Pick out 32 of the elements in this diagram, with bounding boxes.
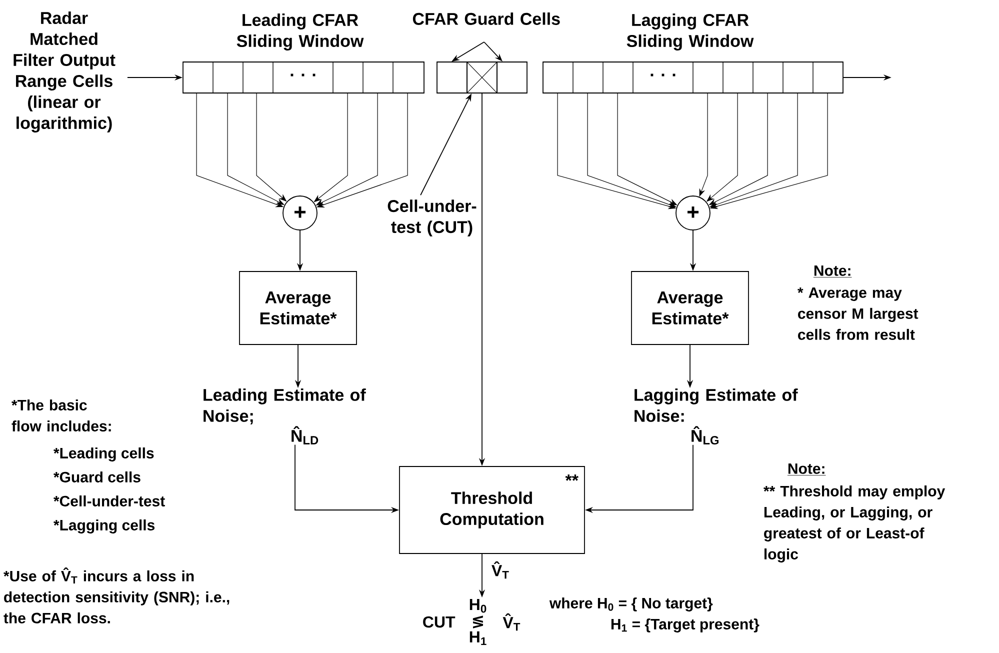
note-heading: Note: xyxy=(787,463,826,476)
decision-expression: H$_{0}$ ≶ H$_{1}$ CUT V̂$_{T}$ xyxy=(423,598,520,646)
process-box: Threshold Computation ** xyxy=(399,466,585,554)
note-heading: Note: xyxy=(813,265,852,278)
window-heading: Leading CFAR Sliding Window xyxy=(236,14,364,50)
window-heading: Lagging CFAR Sliding Window xyxy=(626,14,754,50)
note-text: *Use of V̂$_{T}$ incurs a loss in detection sensitivity (SNR); i.e., the CFAR loss. xyxy=(4,567,230,624)
process-box: Average Estimate* xyxy=(631,271,749,345)
guard-cells-label: CFAR Guard Cells xyxy=(412,12,560,25)
definition-text: H$_{1}$ = {Target present} xyxy=(611,618,760,632)
guard-cell xyxy=(436,62,468,94)
process-box: Average Estimate* xyxy=(239,271,357,345)
list-item: *Guard cells xyxy=(54,471,140,482)
cut-cell xyxy=(466,61,498,94)
list-item: *Leading cells xyxy=(54,447,154,462)
list-item: *Cell-under-test xyxy=(54,495,165,506)
note-text: ** Threshold may employ Leading, or Lagging, or greatest of or Least-of logic xyxy=(764,485,946,562)
sliding-window: . . . xyxy=(182,62,424,94)
arrow xyxy=(227,93,284,205)
summing-junction: + xyxy=(282,196,318,230)
note-text: *The basic flow includes: xyxy=(12,399,111,432)
noise-estimate-label: Leading Estimate of Noise; N̂$_{LD}$ xyxy=(204,388,366,444)
input-label: Radar Matched Filter Output Range Cells (linear or logarithmic) xyxy=(14,12,116,132)
cut-label: Cell-under-test (CUT) xyxy=(388,200,476,236)
note-text: * Average may censor M largest cells from result xyxy=(798,287,918,340)
sliding-window: . . . xyxy=(542,62,844,94)
list-item: *Lagging cells xyxy=(54,519,155,534)
summing-junction: + xyxy=(676,196,710,230)
noise-estimate-label: Lagging Estimate of Noise: N̂$_{LG}$ xyxy=(634,388,798,444)
guard-cell xyxy=(496,62,528,94)
edge-label: V̂$_{T}$ xyxy=(492,561,509,579)
definition-text: where H$_{0}$ = { No target} xyxy=(549,597,713,612)
